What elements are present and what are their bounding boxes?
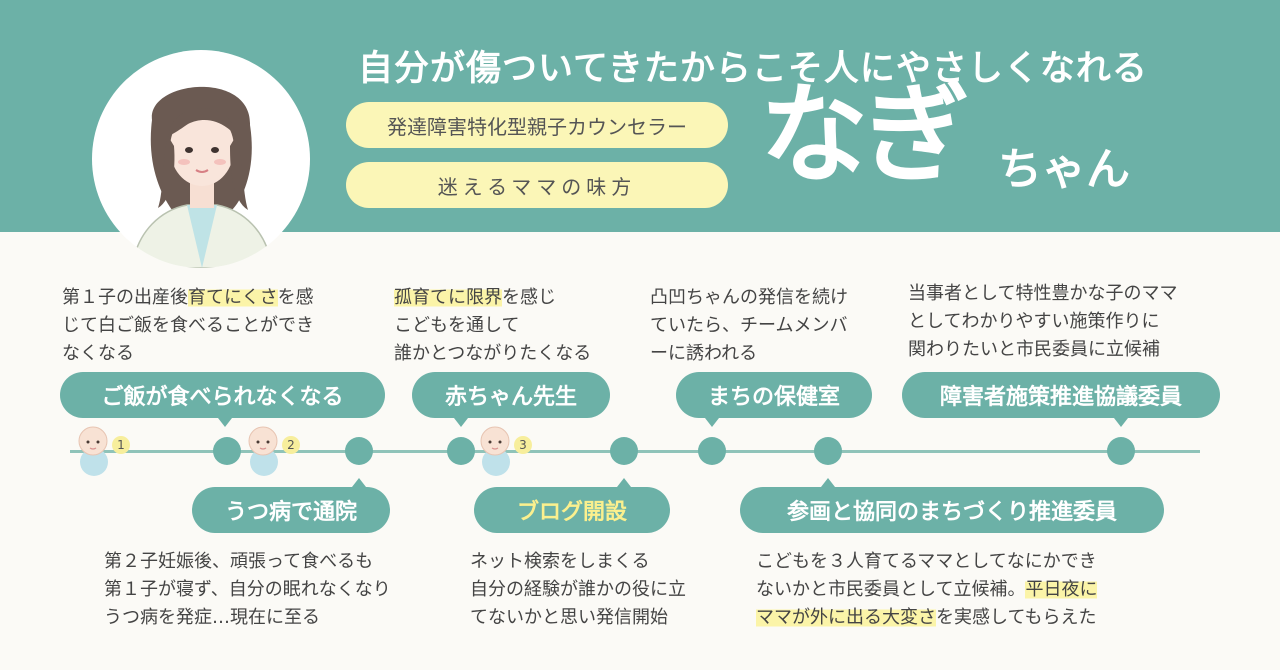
avatar <box>92 50 310 268</box>
name-large: なぎ <box>760 73 970 198</box>
description-baby-teacher: 孤育てに限界を感じ こどもを通して 誰かとつながりたくなる <box>394 284 591 368</box>
description-blog: ネット検索をしまくる 自分の経験が誰かの役に立 てないかと思い発信開始 <box>470 548 686 632</box>
baby-icon <box>248 426 278 476</box>
text-line: 凸凹ちゃんの発信を続け <box>650 287 848 308</box>
description-town-planning: こどもを３人育てるママとしてなにかでき ないかと市民委員として立候補。平日夜に … <box>756 548 1098 632</box>
timeline-dot <box>610 437 638 465</box>
baby-icon <box>480 426 510 476</box>
text-line: 自分の経験が誰かの役に立 <box>470 579 686 600</box>
text-line: てないかと思い発信開始 <box>470 607 668 628</box>
pointer-town-planning <box>821 478 835 487</box>
highlight-text: ママが外に出る大変さ <box>756 607 936 628</box>
text-line: 誰かとつながりたくなる <box>394 343 592 364</box>
text-line: ていたら、チームメンバ <box>650 315 848 336</box>
name-suffix: ちゃん <box>998 144 1130 195</box>
timeline-dot <box>698 437 726 465</box>
label-depression: うつ病で通院 <box>192 487 390 533</box>
timeline-dot <box>345 437 373 465</box>
pointer-depression <box>352 478 366 487</box>
baby-icon <box>78 426 108 476</box>
description-meal: 第１子の出産後育てにくさを感 じて白ご飯を食べることができ なくなる <box>62 284 314 368</box>
woman-portrait-icon <box>131 86 273 268</box>
text-line: ネット検索をしまくる <box>470 551 650 572</box>
label-town-planning: 参画と協同のまちづくり推進委員 <box>740 487 1164 533</box>
text-segment: を感 <box>277 287 314 308</box>
text-line: ーに誘われる <box>650 343 758 364</box>
text-line: じて白ご飯を食べることができ <box>62 315 314 336</box>
headline: 自分が傷ついてきたからこそ人にやさしくなれる <box>358 49 1148 89</box>
pointer-health-room <box>705 418 719 427</box>
description-disability-policy: 当事者として特性豊かな子のママ としてわかりやすい施策作りに 関わりたいと市民委… <box>908 280 1177 364</box>
label-meal: ご飯が食べられなくなる <box>60 372 385 418</box>
timeline-dot <box>447 437 475 465</box>
text-segment: 第１子の出産後 <box>62 287 188 308</box>
text-line: としてわかりやすい施策作りに <box>908 311 1160 332</box>
text-line: なくなる <box>62 343 134 364</box>
text-segment: ないかと市民委員として立候補。 <box>756 579 1026 600</box>
child-number: 2 <box>282 436 300 454</box>
timeline-dot <box>814 437 842 465</box>
text-line: うつ病を発症…現在に至る <box>104 607 320 628</box>
label-baby-teacher: 赤ちゃん先生 <box>412 372 610 418</box>
description-depression: 第２子妊娠後、頑張って食べるも 第１子が寝ず、自分の眠れなくなり うつ病を発症…… <box>104 548 391 632</box>
text-line: こどもを通して <box>394 315 520 336</box>
highlight-text: 孤育てに限界 <box>394 287 502 308</box>
text-line: 第２子妊娠後、頑張って食べるも <box>104 551 374 572</box>
child-number: 3 <box>514 436 532 454</box>
highlight-text: 育てにくさ <box>188 287 278 308</box>
tagline-pill: 迷えるママの味方 <box>346 162 728 208</box>
label-disability-policy: 障害者施策推進協議委員 <box>902 372 1220 418</box>
title-pill: 発達障害特化型親子カウンセラー <box>346 102 728 148</box>
child-marker-1: 1 <box>72 424 134 482</box>
text-line: 第１子が寝ず、自分の眠れなくなり <box>104 579 391 600</box>
text-segment: を感じ <box>502 287 556 308</box>
pointer-disability-policy <box>1114 418 1128 427</box>
child-marker-2: 2 <box>242 424 304 482</box>
timeline-dot <box>1107 437 1135 465</box>
pointer-meal <box>218 418 232 427</box>
child-number: 1 <box>112 436 130 454</box>
text-line: こどもを３人育てるママとしてなにかでき <box>756 551 1097 572</box>
label-health-room: まちの保健室 <box>676 372 872 418</box>
timeline-dot <box>213 437 241 465</box>
pointer-baby-teacher <box>454 418 468 427</box>
text-line: 当事者として特性豊かな子のママ <box>908 283 1178 304</box>
pointer-blog <box>617 478 631 487</box>
label-blog: ブログ開設 <box>474 487 670 533</box>
text-line: 関わりたいと市民委員に立候補 <box>908 339 1160 360</box>
child-marker-3: 3 <box>474 424 536 482</box>
description-health-room: 凸凹ちゃんの発信を続け ていたら、チームメンバ ーに誘われる <box>650 284 848 368</box>
highlight-text: 平日夜に <box>1025 579 1098 600</box>
text-segment: を実感してもらえた <box>936 607 1097 628</box>
